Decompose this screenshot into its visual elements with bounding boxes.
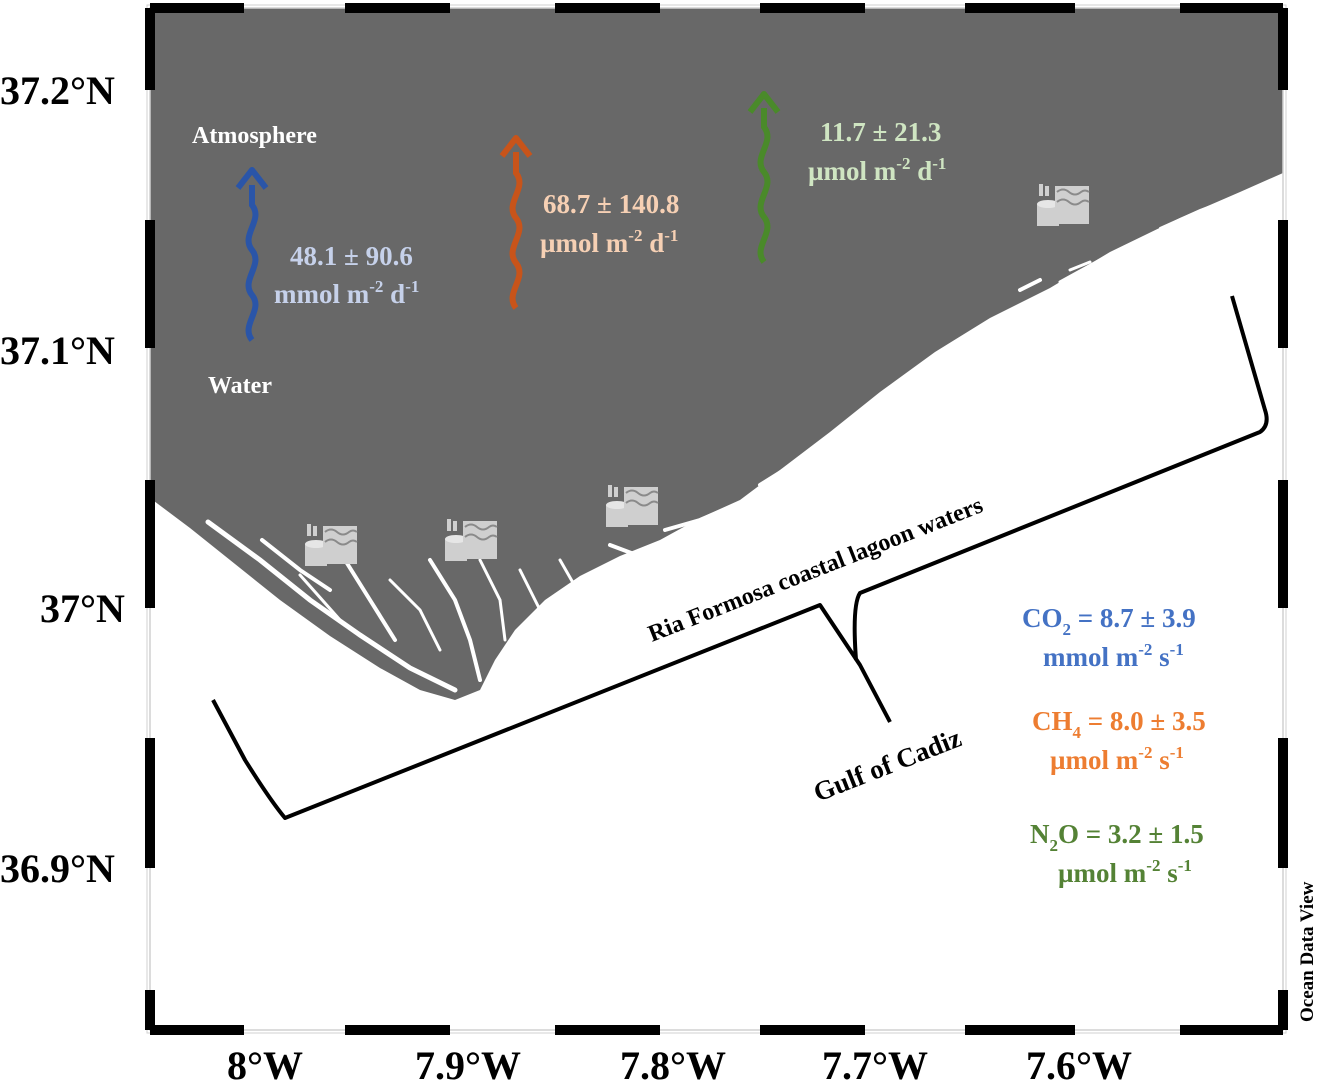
co2-flux-value: 48.1 ± 90.6 xyxy=(290,241,413,271)
lon-label: 7.7°W xyxy=(822,1043,928,1085)
lagoon-channels xyxy=(205,194,1241,693)
co2-flux-arrow xyxy=(235,167,269,342)
land-mass xyxy=(150,8,1283,700)
atmosphere-label: Atmosphere xyxy=(192,123,317,149)
n2o-flux-arrow xyxy=(747,91,781,264)
water-label: Water xyxy=(208,373,272,399)
lat-label: 37°N xyxy=(40,586,125,631)
co2-flux-unit: mmol m-2 d-1 xyxy=(274,277,419,309)
lon-label: 8°W xyxy=(227,1043,303,1085)
frame-ticks xyxy=(145,3,1288,1035)
lagoon-bracket xyxy=(211,603,892,820)
ch4-flux-value: 68.7 ± 140.8 xyxy=(543,189,679,219)
lat-label: 37.1°N xyxy=(0,328,115,373)
ch4-emission-unit: µmol m-2 s-1 xyxy=(1050,743,1184,775)
ocean-data-view-credit: Ocean Data View xyxy=(1297,881,1317,1022)
lon-label: 7.8°W xyxy=(620,1043,726,1085)
n2o-emission-value: N2O = 3.2 ± 1.5 xyxy=(1030,819,1204,855)
ch4-flux-unit: µmol m-2 d-1 xyxy=(540,226,678,258)
co2-emission-value: CO2 = 8.7 ± 3.9 xyxy=(1022,603,1196,639)
n2o-emission-unit: µmol m-2 s-1 xyxy=(1058,856,1192,888)
lon-label: 7.9°W xyxy=(415,1043,521,1085)
lon-label: 7.6°W xyxy=(1026,1043,1132,1085)
lat-label: 37.2°N xyxy=(0,68,115,113)
ch4-flux-arrow xyxy=(499,135,533,310)
gulf-label: Gulf of Cadiz xyxy=(809,722,965,807)
gulf-bracket xyxy=(852,295,1269,661)
co2-emission-unit: mmol m-2 s-1 xyxy=(1043,640,1184,672)
lat-label: 36.9°N xyxy=(0,846,115,891)
ch4-emission-value: CH4 = 8.0 ± 3.5 xyxy=(1032,706,1206,742)
n2o-flux-unit: µmol m-2 d-1 xyxy=(808,154,946,186)
n2o-flux-value: 11.7 ± 21.3 xyxy=(820,117,941,147)
